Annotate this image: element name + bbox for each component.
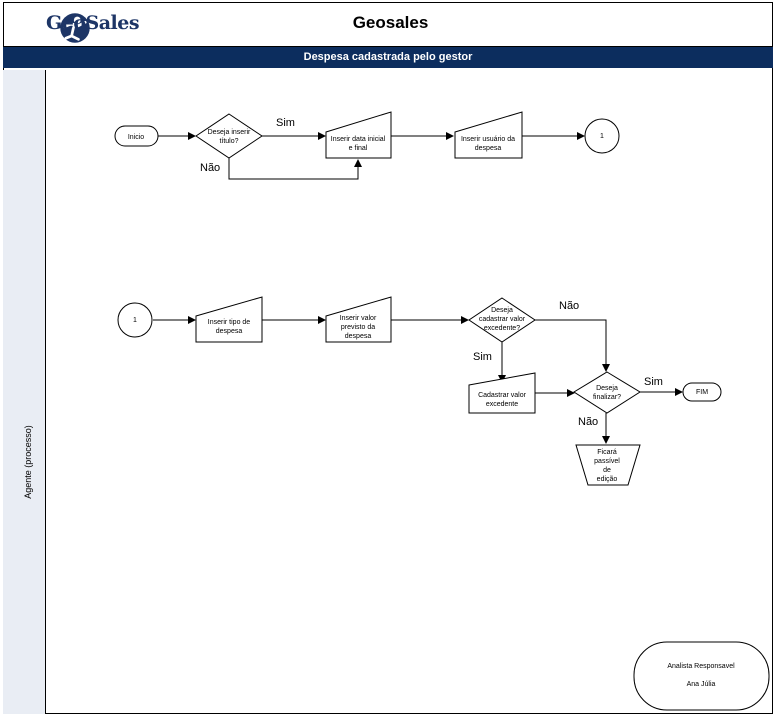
processo-valor-previsto <box>325 296 392 343</box>
usuario-line1: Inserir usuário da <box>461 136 515 143</box>
edge-nao-data <box>228 158 362 180</box>
conector-entrada-label: 1 <box>133 317 137 324</box>
edge-label-sim-1: Sim <box>276 117 295 129</box>
edge-label-nao-1: Não <box>200 162 220 174</box>
processo-usuario <box>454 111 523 159</box>
conector-saida <box>584 118 620 154</box>
tipo-line2: despesa <box>216 328 243 335</box>
usuario-line2: despesa <box>475 145 502 152</box>
valor-previsto-line3: despesa <box>345 333 372 340</box>
signature-role: Analista Responsavel <box>667 663 735 670</box>
process-banner: Despesa cadastrada pelo gestor <box>3 47 773 68</box>
cad-excedente-line1: Cadastrar valor <box>478 392 527 399</box>
edicao-line1: Ficará <box>597 449 617 456</box>
decisao-titulo-line2: título? <box>219 138 238 145</box>
signature-name: Ana Júlia <box>687 681 716 688</box>
fim-terminator <box>682 382 722 402</box>
decisao-finalizar-line2: finalizar? <box>593 394 621 401</box>
cad-excedente-line2: excedente <box>486 401 518 408</box>
conector-entrada <box>117 302 153 338</box>
decisao-excedente-line1: Deseja <box>491 307 513 314</box>
manual-edicao <box>575 444 641 486</box>
decisao-finalizar-line1: Deseja <box>596 385 618 392</box>
valor-previsto-line2: previsto da <box>341 324 375 331</box>
tipo-line1: Inserir tipo de <box>208 319 251 326</box>
geosales-logo-icon <box>60 13 90 43</box>
swimlane-header: Agente (processo) <box>3 70 46 714</box>
decisao-excedente-line3: excedente? <box>484 325 520 332</box>
header <box>3 2 773 47</box>
fim-label: FIM <box>696 389 708 396</box>
inicio-label: Inicio <box>128 134 144 141</box>
processo-cadastrar-excedente <box>468 372 536 414</box>
inicio-terminator <box>114 125 159 147</box>
edge-label-nao-3: Não <box>578 416 598 428</box>
edge-label-sim-2: Sim <box>473 351 492 363</box>
decisao-finalizar <box>573 371 641 414</box>
decisao-excedente <box>468 297 536 343</box>
decisao-titulo-line1: Deseja inserir <box>208 129 251 136</box>
logo-text: GeoSales <box>46 12 140 34</box>
processo-tipo <box>195 296 263 343</box>
data-line1: Inserir data inicial <box>331 136 386 143</box>
signature-box <box>633 641 770 711</box>
edge-label-nao-2: Não <box>559 300 579 312</box>
edicao-line3: de <box>603 467 611 474</box>
data-line2: e final <box>349 145 368 152</box>
edge-label-sim-3: Sim <box>644 376 663 388</box>
conector-saida-label: 1 <box>600 133 604 140</box>
page-title: Geosales <box>352 13 429 32</box>
decisao-titulo <box>195 113 263 159</box>
processo-data <box>325 111 392 159</box>
edge-nao-finalizar <box>535 319 610 372</box>
valor-previsto-line1: Inserir valor <box>340 315 377 322</box>
edicao-line2: passível <box>594 458 620 465</box>
decisao-excedente-line2: cadastrar valor <box>479 316 526 323</box>
edicao-line4: edição <box>597 476 618 483</box>
